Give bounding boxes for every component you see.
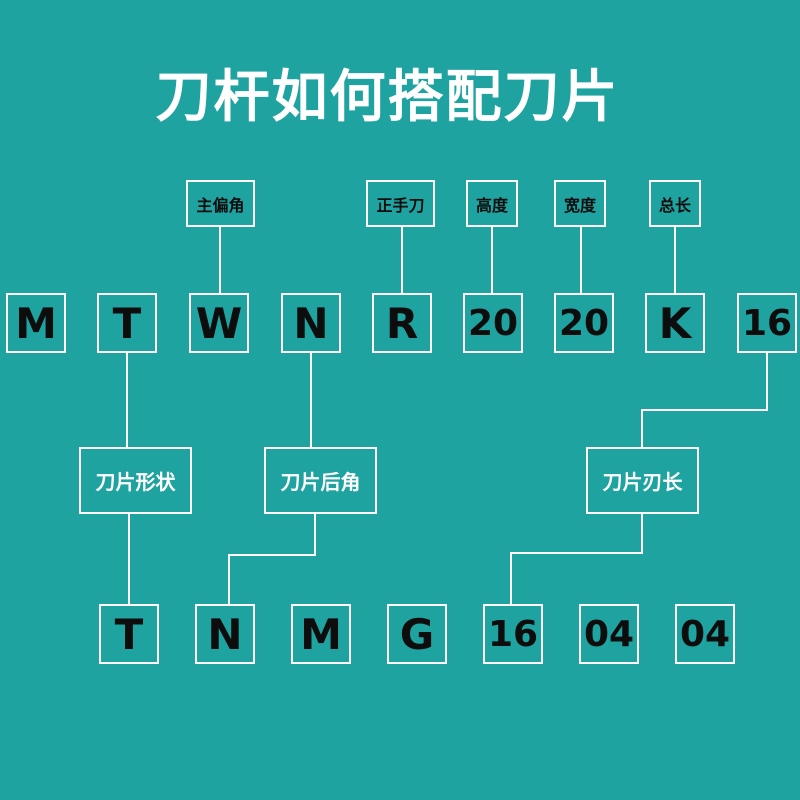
connector-clearance-top — [310, 353, 312, 447]
insert-code-3: M — [291, 604, 351, 664]
connector-edge-bottom-h — [510, 552, 643, 554]
connector-edge-top-v1 — [766, 353, 768, 411]
holder-code-7: 20 — [554, 293, 614, 353]
label-main-angle: 主偏角 — [186, 180, 255, 227]
connector-main-angle — [219, 227, 221, 293]
label-width: 宽度 — [554, 180, 606, 227]
connector-width — [580, 227, 582, 293]
connector-clearance-bottom-h — [228, 554, 316, 556]
label-height: 高度 — [466, 180, 518, 227]
connector-length — [674, 227, 676, 293]
connector-edge-top-v2 — [641, 409, 643, 447]
holder-code-6: 20 — [463, 293, 523, 353]
connector-clearance-bottom-v2 — [228, 554, 230, 604]
insert-code-5: 16 — [483, 604, 543, 664]
label-insert-shape: 刀片形状 — [79, 447, 192, 514]
connector-clearance-bottom-v1 — [314, 514, 316, 556]
holder-code-3: W — [189, 293, 249, 353]
holder-code-2: T — [97, 293, 157, 353]
label-length: 总长 — [649, 180, 701, 227]
insert-code-4: G — [387, 604, 447, 664]
insert-code-1: T — [99, 604, 159, 664]
label-hand: 正手刀 — [366, 180, 435, 227]
holder-code-5: R — [372, 293, 432, 353]
holder-code-9: 16 — [737, 293, 797, 353]
connector-edge-bottom-v1 — [641, 514, 643, 554]
connector-hand — [401, 227, 403, 293]
connector-shape-bottom — [128, 514, 130, 604]
holder-code-8: K — [645, 293, 705, 353]
holder-code-1: M — [6, 293, 66, 353]
insert-code-7: 04 — [675, 604, 735, 664]
label-clearance-angle: 刀片后角 — [264, 447, 377, 514]
connector-shape-top — [126, 353, 128, 447]
connector-edge-top-h — [641, 409, 768, 411]
insert-code-2: N — [195, 604, 255, 664]
label-edge-length: 刀片刃长 — [586, 447, 699, 514]
holder-code-4: N — [281, 293, 341, 353]
connector-edge-bottom-v2 — [510, 552, 512, 604]
insert-code-6: 04 — [579, 604, 639, 664]
page-title: 刀杆如何搭配刀片 — [155, 65, 620, 130]
connector-height — [491, 227, 493, 293]
